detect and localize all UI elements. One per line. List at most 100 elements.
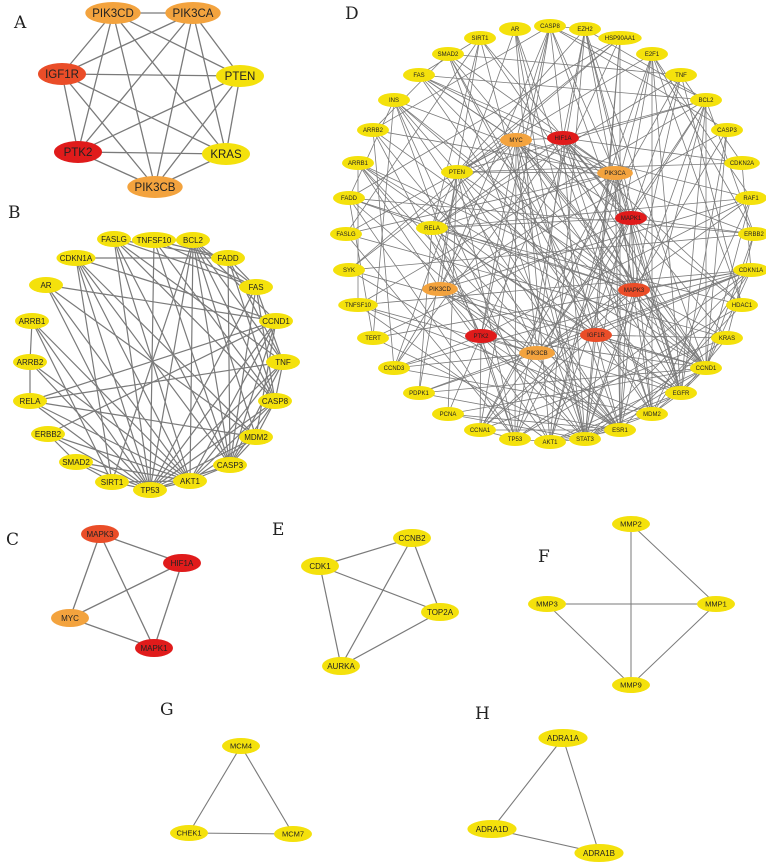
node[interactable]: ADRA1D	[467, 820, 517, 838]
node[interactable]: EZH2	[569, 22, 601, 36]
node[interactable]: CCNA1	[464, 423, 496, 437]
node[interactable]: FADD	[211, 250, 245, 266]
node[interactable]: MYC	[500, 133, 532, 147]
node[interactable]: TP53	[133, 482, 167, 498]
node[interactable]: RELA	[416, 221, 448, 235]
node[interactable]: BCL2	[176, 232, 210, 248]
node[interactable]: TP53	[499, 432, 531, 446]
node[interactable]: CDKN1A	[56, 250, 96, 266]
node[interactable]: PTK2	[465, 329, 497, 343]
node[interactable]: CASP8	[534, 19, 566, 33]
node-ellipse	[163, 554, 201, 572]
node[interactable]: FASLG	[330, 227, 362, 241]
node[interactable]: SIRT1	[95, 474, 129, 490]
node[interactable]: MMP2	[612, 516, 650, 532]
node[interactable]: FAS	[239, 279, 273, 295]
node[interactable]: AKT1	[534, 435, 566, 449]
node[interactable]: ARRB2	[357, 123, 389, 137]
node[interactable]: AR	[29, 277, 63, 293]
edge	[584, 28, 707, 369]
node[interactable]: PIK3CA	[597, 166, 633, 180]
node[interactable]: ARRB1	[15, 313, 49, 329]
node[interactable]: TNF	[266, 354, 300, 370]
node[interactable]: TNFSF10	[338, 298, 378, 312]
node[interactable]: CCND3	[378, 361, 410, 375]
edge	[154, 12, 194, 188]
node[interactable]: IGF1R	[580, 328, 612, 342]
node[interactable]: PIK3CD	[422, 282, 458, 296]
node[interactable]: PIK3CA	[165, 2, 221, 24]
node[interactable]: PTK2	[54, 141, 102, 163]
node[interactable]: IGF1R	[38, 63, 86, 85]
node[interactable]: PIK3CB	[127, 176, 183, 198]
node[interactable]: PIK3CD	[85, 2, 141, 24]
node[interactable]: MAPK3	[81, 525, 119, 543]
node[interactable]: ADRA1A	[538, 729, 588, 747]
node[interactable]: CCND1	[690, 361, 722, 375]
panel-letter: H	[475, 704, 490, 724]
node-ellipse	[266, 354, 300, 370]
node[interactable]: SMAD2	[59, 454, 93, 470]
node[interactable]: SMAD2	[432, 47, 464, 61]
node[interactable]: AKT1	[173, 473, 207, 489]
node[interactable]: STAT3	[569, 432, 601, 446]
node[interactable]: SYK	[333, 263, 365, 277]
node[interactable]: TOP2A	[421, 603, 459, 621]
node[interactable]: EGFR	[665, 386, 697, 400]
node[interactable]: CDKN2A	[724, 156, 760, 170]
node[interactable]: HSP90AA1	[598, 31, 642, 45]
edge	[31, 320, 191, 482]
node[interactable]: RAF1	[735, 191, 766, 205]
node[interactable]: MMP3	[528, 596, 566, 612]
node[interactable]: ERBB2	[31, 426, 65, 442]
node[interactable]: KRAS	[711, 331, 743, 345]
node[interactable]: HDAC1	[726, 298, 758, 312]
node[interactable]: AR	[499, 22, 531, 36]
node[interactable]: CASP3	[213, 457, 247, 473]
node[interactable]: CDKN1A	[733, 263, 766, 277]
node[interactable]: FADD	[333, 191, 365, 205]
node[interactable]: CHEK1	[170, 825, 208, 841]
node[interactable]: CASP8	[258, 393, 292, 409]
node[interactable]: CCNB2	[393, 529, 431, 547]
node[interactable]: FASLG	[97, 231, 131, 247]
node[interactable]: ARRB2	[13, 354, 47, 370]
node[interactable]: ADRA1B	[574, 844, 624, 862]
node[interactable]: TNF	[665, 68, 697, 82]
node[interactable]: TNFSF10	[131, 232, 177, 248]
node[interactable]: PTEN	[216, 65, 264, 87]
node[interactable]: HIF1A	[163, 554, 201, 572]
node[interactable]: PTEN	[441, 165, 473, 179]
node[interactable]: TERT	[357, 331, 389, 345]
node[interactable]: BCL2	[690, 93, 722, 107]
node[interactable]: E2F1	[636, 47, 668, 61]
node-label: CCND3	[384, 366, 405, 372]
node[interactable]: MMP1	[697, 596, 735, 612]
node-label: FAS	[413, 73, 424, 79]
node[interactable]: CDK1	[301, 557, 339, 575]
node[interactable]: MAPK1	[135, 639, 173, 657]
node[interactable]: PDPK1	[403, 386, 435, 400]
node[interactable]: INS	[378, 93, 410, 107]
node[interactable]: CCND1	[259, 313, 293, 329]
node[interactable]: MYC	[51, 609, 89, 627]
node[interactable]: KRAS	[202, 143, 250, 165]
node[interactable]: FAS	[403, 68, 435, 82]
node[interactable]: SIRT1	[464, 31, 496, 45]
node[interactable]: AURKA	[322, 657, 360, 675]
node[interactable]: MDM2	[239, 429, 273, 445]
node[interactable]: ERBB2	[738, 227, 766, 241]
node[interactable]: MDM2	[636, 407, 668, 421]
node[interactable]: RELA	[13, 393, 47, 409]
node[interactable]: MMP9	[612, 677, 650, 693]
node[interactable]: CASP3	[711, 123, 743, 137]
node[interactable]: PCNA	[432, 407, 464, 421]
node[interactable]: PIK3CB	[519, 346, 555, 360]
node[interactable]: ARRB1	[342, 156, 374, 170]
node[interactable]: MAPK3	[618, 283, 650, 297]
node[interactable]: MCM7	[274, 826, 312, 842]
node[interactable]: ESR1	[604, 423, 636, 437]
node[interactable]: MAPK1	[615, 211, 647, 225]
node[interactable]: MCM4	[222, 738, 260, 754]
node[interactable]: HIF1A	[547, 131, 579, 145]
